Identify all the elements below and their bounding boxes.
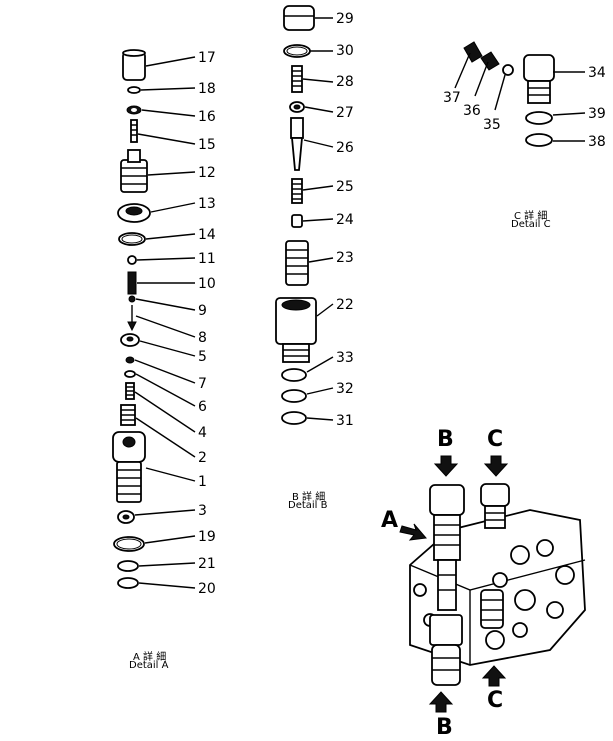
detail-b-caption-en: Detail B: [288, 500, 328, 511]
callout-7: 7: [198, 376, 207, 392]
callout-9: 9: [198, 303, 207, 319]
detail-a-leaders: [134, 56, 196, 589]
valve-assembly: [409, 483, 586, 686]
callout-10: 10: [198, 276, 216, 292]
detail-c-parts: [463, 41, 555, 147]
callout-15: 15: [198, 137, 216, 153]
callout-8: 8: [198, 330, 207, 346]
callout-25: 25: [336, 179, 354, 195]
callout-33: 33: [336, 350, 354, 366]
callout-16: 16: [198, 109, 216, 125]
callout-20: 20: [198, 581, 216, 597]
callout-26: 26: [336, 140, 354, 156]
callout-12: 12: [198, 165, 216, 181]
detail-c-caption-en: Detail C: [511, 219, 551, 230]
callout-24: 24: [336, 212, 354, 228]
callout-14: 14: [198, 227, 216, 243]
callout-18: 18: [198, 81, 216, 97]
callout-36: 36: [463, 103, 481, 119]
detail-a-caption-jp: A 詳 細: [133, 652, 167, 663]
callout-28: 28: [336, 74, 354, 90]
callout-32: 32: [336, 381, 354, 397]
view-label-b-top: B: [437, 427, 454, 452]
callout-4: 4: [198, 425, 207, 441]
callout-35: 35: [483, 117, 501, 133]
callout-23: 23: [336, 250, 354, 266]
detail-b-parts: [275, 5, 317, 425]
callout-38: 38: [588, 134, 606, 150]
callout-13: 13: [198, 196, 216, 212]
callout-27: 27: [336, 105, 354, 121]
detail-a-caption-en: Detail A: [129, 660, 169, 671]
detail-b-caption-jp: B 詳 細: [292, 492, 326, 503]
detail-c-leaders: [454, 52, 586, 142]
callout-17: 17: [198, 50, 216, 66]
view-label-a: A: [381, 508, 399, 533]
callout-6: 6: [198, 399, 207, 415]
view-arrows: [399, 455, 509, 713]
callout-22: 22: [336, 297, 354, 313]
view-label-c-top: C: [487, 427, 504, 452]
callout-37: 37: [443, 90, 461, 106]
callout-30: 30: [336, 43, 354, 59]
callout-2: 2: [198, 450, 207, 466]
detail-c-caption-jp: C 詳 細: [514, 211, 548, 222]
callout-3: 3: [198, 503, 207, 519]
callout-19: 19: [198, 529, 216, 545]
callout-5: 5: [198, 349, 207, 365]
callout-29: 29: [336, 11, 354, 27]
callout-34: 34: [588, 65, 606, 81]
callout-21: 21: [198, 556, 216, 572]
callout-1: 1: [198, 474, 207, 490]
callout-31: 31: [336, 413, 354, 429]
view-label-b-bottom: B: [436, 715, 453, 740]
detail-b-leaders: [302, 17, 334, 421]
view-label-c-bottom: C: [487, 688, 504, 713]
detail-a-parts: [112, 49, 151, 589]
callout-39: 39: [588, 106, 606, 122]
callout-11: 11: [198, 251, 216, 267]
